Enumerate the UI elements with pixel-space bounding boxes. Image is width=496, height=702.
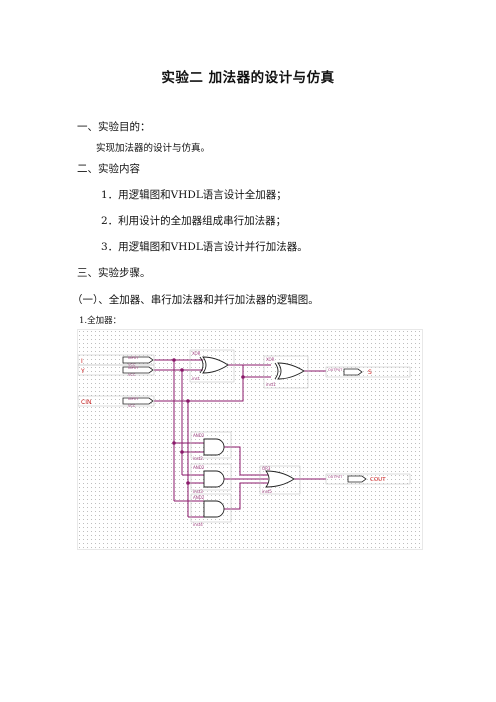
gate-type: AND2 xyxy=(193,495,205,500)
section-1-text: 实现加法器的设计与仿真。 xyxy=(96,143,211,154)
and-gate-inst2: AND2 inst2 xyxy=(190,431,232,461)
full-adder-schematic: I INPUT VCC Y INPUT VCC CIN INPUT VCC XO… xyxy=(77,329,423,550)
page-title: 实验二 加法器的设计与仿真 xyxy=(161,70,335,86)
gate-inst: inst5 xyxy=(262,489,272,494)
pin-tag: OUTPUT xyxy=(328,368,343,372)
gate-inst: inst xyxy=(192,376,200,381)
gate-inst: inst1 xyxy=(266,382,276,387)
figure-label: 1.全加器： xyxy=(79,316,122,326)
gate-type: OR3 xyxy=(262,466,271,471)
section-3-heading: 三、实验步骤。 xyxy=(77,267,151,279)
pin-vcc: VCC xyxy=(128,373,136,377)
subsection-heading: （一）、全加器、串行加法器和并行加法器的逻辑图。 xyxy=(72,294,319,306)
pin-vcc: VCC xyxy=(128,404,136,408)
grid-background xyxy=(78,330,422,549)
list-item: 3．用逻辑图和VHDL语言设计并行加法器。 xyxy=(101,241,308,253)
and-gate-inst4: AND2 inst4 xyxy=(190,493,232,527)
junction-nodes xyxy=(172,358,245,485)
or-gate-inst5: OR3 inst5 xyxy=(259,465,301,495)
pin-name: Y xyxy=(80,368,85,375)
input-pin-cin: CIN INPUT VCC xyxy=(78,395,155,408)
output-pin-s: OUTPUT S xyxy=(325,366,411,378)
pin-name: S xyxy=(368,369,372,376)
pin-tag: INPUT xyxy=(128,397,139,401)
pin-tag: INPUT xyxy=(128,356,139,360)
pin-name: CIN xyxy=(81,399,91,406)
gate-type: AND2 xyxy=(193,465,205,470)
input-pin-y: Y INPUT VCC xyxy=(78,364,155,377)
xor-gate-inst1: XOR inst1 xyxy=(263,355,309,389)
pin-name: COUT xyxy=(370,477,386,483)
gate-type: XOR xyxy=(192,351,201,356)
list-item: 2．利用设计的全加器组成串行加法器； xyxy=(101,215,287,227)
wires xyxy=(154,359,326,518)
output-pin-cout: OUTPUT COUT xyxy=(325,473,411,485)
gate-type: XOR xyxy=(266,357,275,362)
xor-gate-inst: XOR inst xyxy=(189,349,235,383)
and-gate-inst3: AND2 inst3 xyxy=(190,463,232,494)
list-item: 1．用逻辑图和VHDL语言设计全加器； xyxy=(101,189,287,201)
gate-type: AND2 xyxy=(193,433,205,438)
gate-inst: inst3 xyxy=(193,489,203,494)
gate-inst: inst2 xyxy=(193,456,203,461)
section-2-heading: 二、实验内容 xyxy=(77,163,140,175)
pin-tag: OUTPUT xyxy=(328,475,343,479)
section-1-heading: 一、实验目的： xyxy=(77,121,151,133)
gate-inst: inst4 xyxy=(193,522,203,527)
pin-name: I xyxy=(81,358,83,365)
pin-tag: INPUT xyxy=(128,366,139,370)
